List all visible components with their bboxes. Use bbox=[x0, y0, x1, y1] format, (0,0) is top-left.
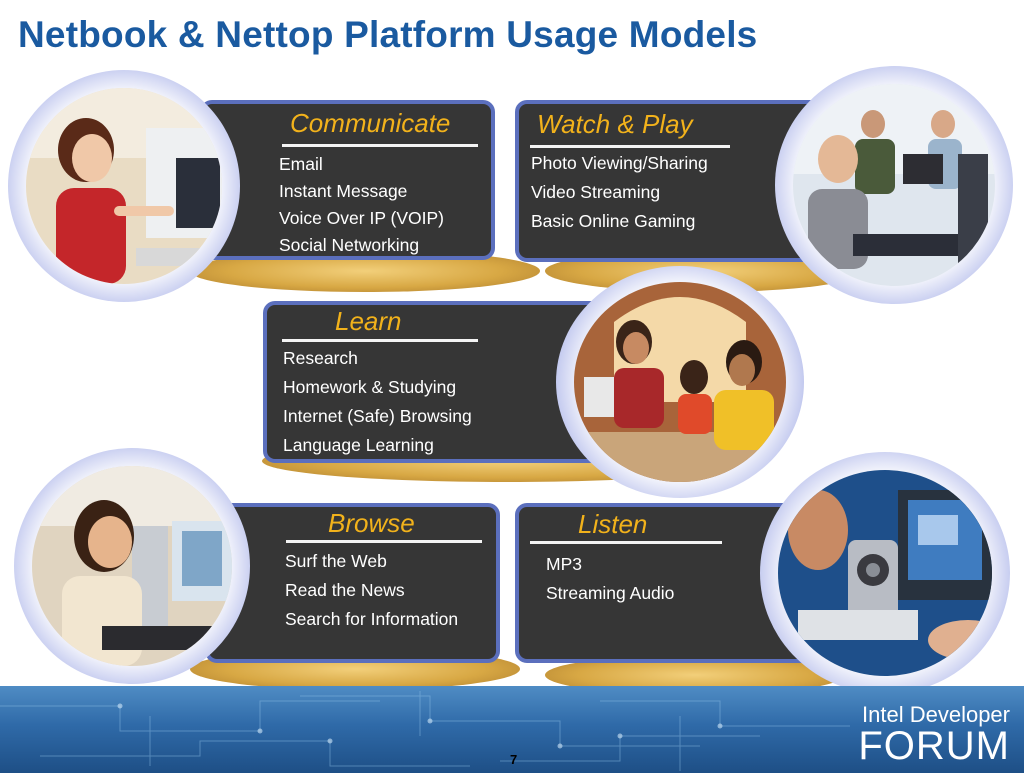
communicate-list: Email Instant Message Voice Over IP (VOI… bbox=[279, 151, 444, 259]
list-item: Search for Information bbox=[285, 609, 459, 629]
watch-play-photo-frame bbox=[775, 66, 1013, 304]
listen-photo bbox=[778, 470, 992, 676]
slide-title: Netbook & Nettop Platform Usage Models bbox=[18, 14, 758, 55]
list-item: Language Learning bbox=[283, 435, 434, 455]
communicate-heading: Communicate bbox=[290, 108, 451, 138]
list-item: MP3 bbox=[546, 554, 582, 574]
communicate-rule bbox=[282, 144, 478, 147]
browse-rule bbox=[286, 540, 482, 543]
learn-rule bbox=[282, 339, 478, 342]
listen-photo-frame bbox=[760, 452, 1010, 694]
listen-list: MP3 Streaming Audio bbox=[546, 550, 674, 608]
list-item: Basic Online Gaming bbox=[531, 211, 696, 231]
list-item: Homework & Studying bbox=[283, 377, 457, 397]
list-item: Instant Message bbox=[279, 181, 408, 201]
learn-heading: Learn bbox=[335, 306, 402, 336]
footer-brand-line1: Intel Developer bbox=[862, 702, 1010, 727]
page-number: 7 bbox=[510, 752, 518, 767]
list-item: Social Networking bbox=[279, 235, 420, 255]
communicate-panel bbox=[200, 100, 495, 260]
learn-panel bbox=[263, 301, 603, 463]
footer-brand-line2: FORUM bbox=[858, 724, 1010, 768]
footer-band: Intel Developer FORUM bbox=[0, 686, 1024, 773]
list-item: Research bbox=[283, 348, 358, 368]
list-item: Voice Over IP (VOIP) bbox=[279, 208, 445, 228]
watch-play-list: Photo Viewing/Sharing Video Streaming Ba… bbox=[531, 149, 708, 236]
learn-photo-frame bbox=[556, 266, 804, 498]
communicate-photo-frame bbox=[8, 70, 240, 302]
list-item: Surf the Web bbox=[285, 551, 387, 571]
circuit-pattern bbox=[0, 691, 850, 771]
listen-heading: Listen bbox=[578, 509, 648, 539]
list-item: Video Streaming bbox=[531, 182, 661, 202]
browse-list: Surf the Web Read the News Search for In… bbox=[285, 547, 458, 634]
learn-photo bbox=[574, 282, 786, 482]
browse-panel bbox=[205, 503, 500, 663]
browse-photo-frame bbox=[14, 448, 250, 684]
learn-list: Research Homework & Studying Internet (S… bbox=[283, 344, 472, 460]
list-item: Streaming Audio bbox=[546, 583, 675, 603]
listen-rule bbox=[530, 541, 722, 544]
watch-play-photo bbox=[793, 84, 995, 286]
list-item: Internet (Safe) Browsing bbox=[283, 406, 472, 426]
browse-photo bbox=[32, 466, 232, 666]
list-item: Photo Viewing/Sharing bbox=[531, 153, 708, 173]
list-item: Email bbox=[279, 154, 323, 174]
communicate-photo bbox=[26, 88, 222, 284]
watch-play-heading: Watch & Play bbox=[537, 109, 693, 139]
browse-heading: Browse bbox=[328, 508, 415, 538]
list-item: Read the News bbox=[285, 580, 405, 600]
watch-play-rule bbox=[530, 145, 730, 148]
